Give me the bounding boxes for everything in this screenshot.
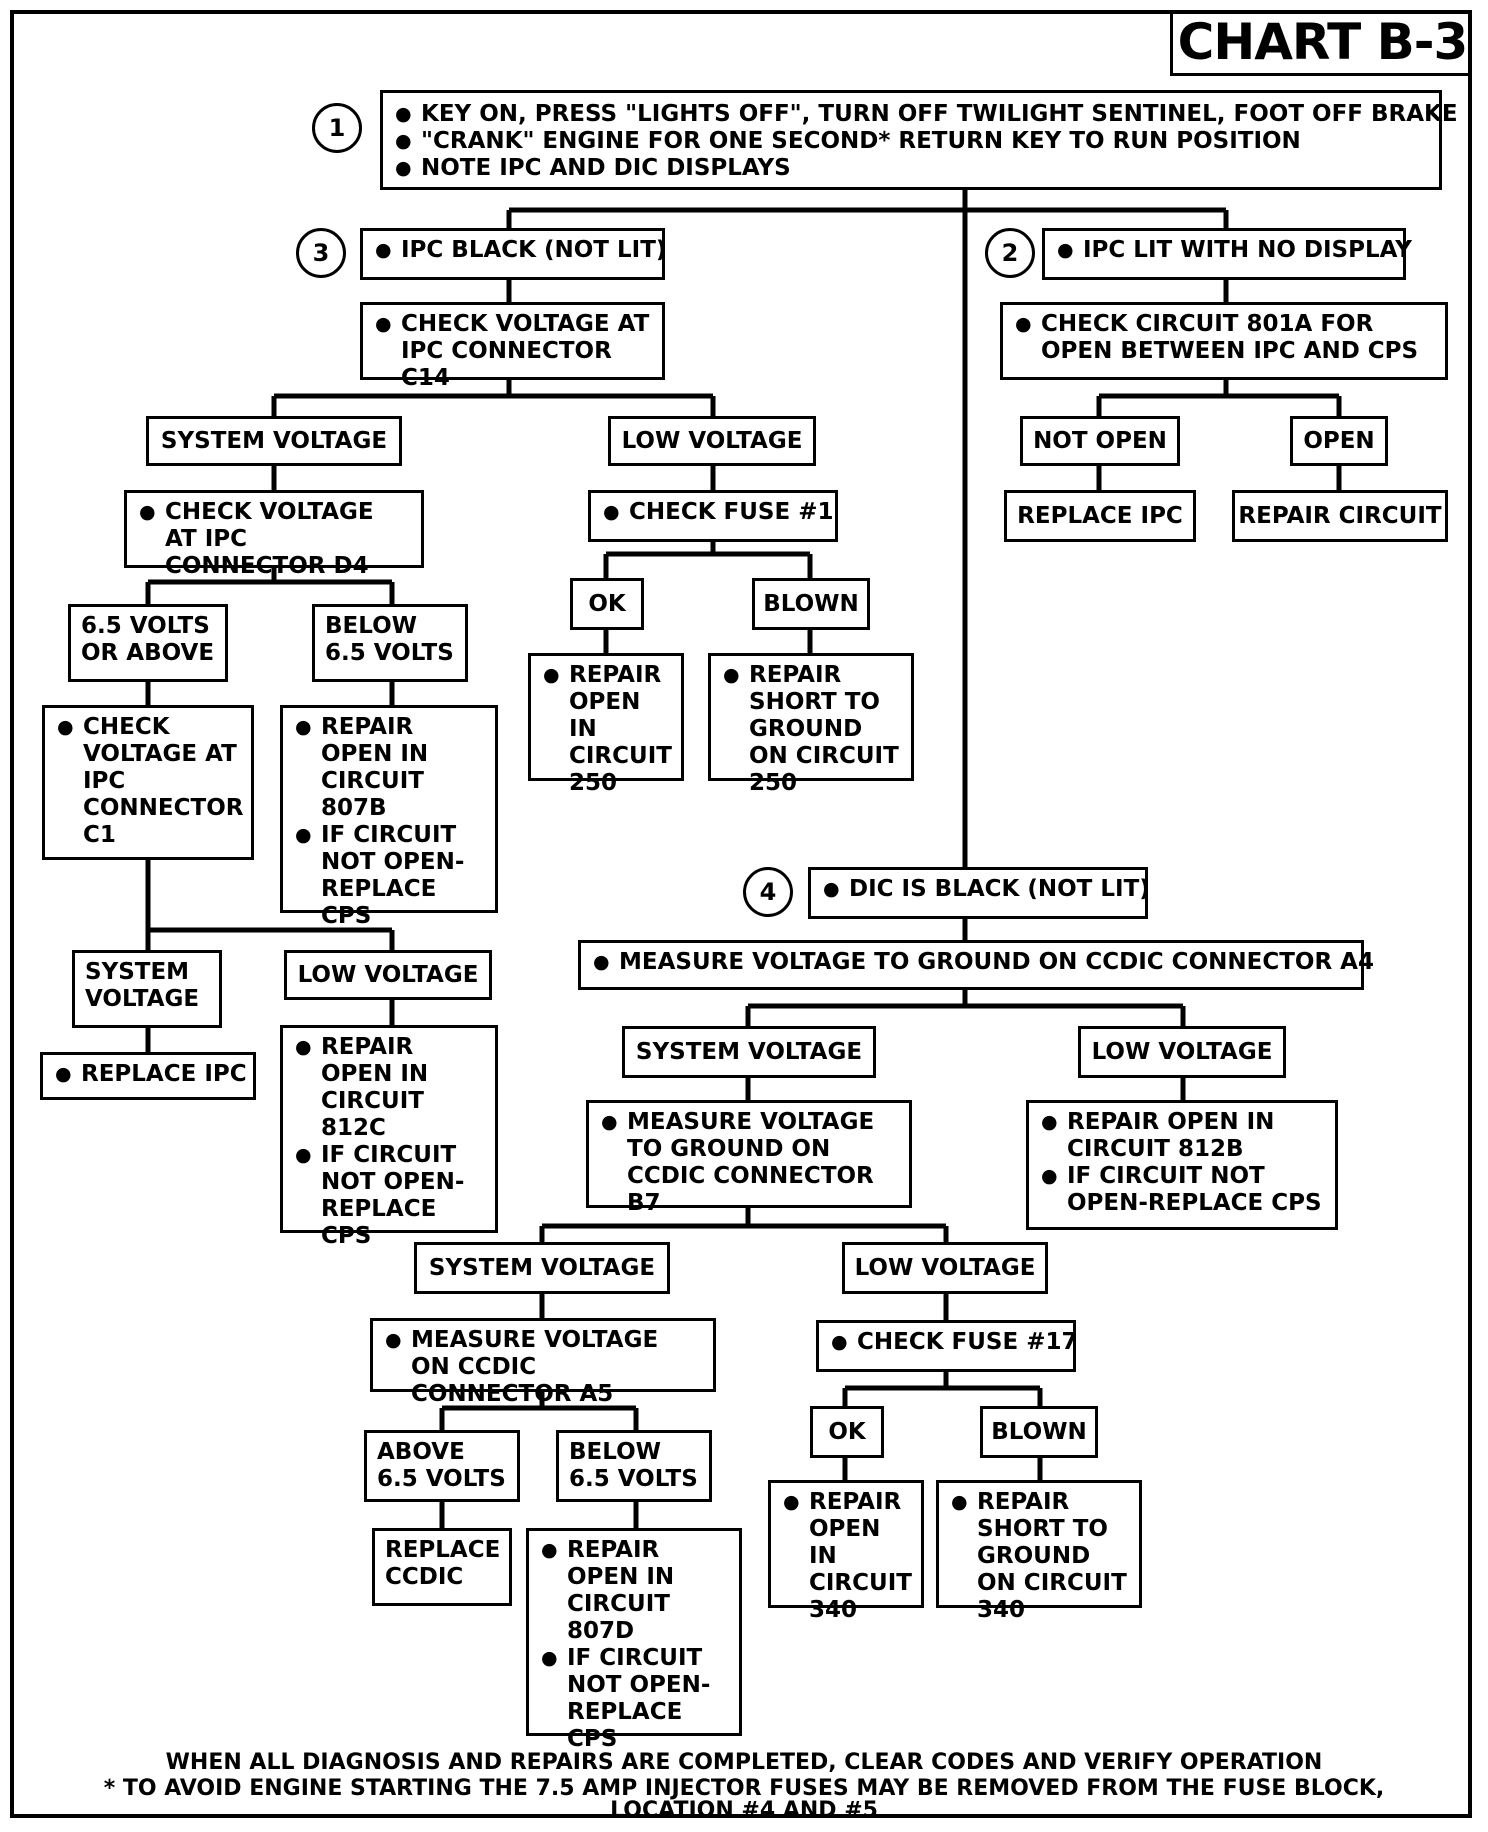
instruction-key-on: KEY ON, PRESS "LIGHTS OFF", TURN OFF TWI… bbox=[393, 101, 1458, 128]
measure-a5-box: MEASURE VOLTAGE ON CCDIC CONNECTOR A5 bbox=[370, 1318, 716, 1407]
repair-250-short-label: REPAIR SHORT TO GROUND ON CIRCUIT 250 bbox=[721, 662, 901, 797]
footer-line-1: WHEN ALL DIAGNOSIS AND REPAIRS ARE COMPL… bbox=[165, 1750, 1323, 1775]
check-801a-label: CHECK CIRCUIT 801A FOR OPEN BETWEEN IPC … bbox=[1013, 311, 1435, 365]
repair-340-short-label: REPAIR SHORT TO GROUND ON CIRCUIT 340 bbox=[949, 1489, 1129, 1624]
c1-low-voltage-box: LOW VOLTAGE bbox=[284, 950, 492, 1000]
measure-a5-label: MEASURE VOLTAGE ON CCDIC CONNECTOR A5 bbox=[383, 1327, 703, 1408]
repair-807d-label: REPAIR OPEN IN CIRCUIT 807D bbox=[539, 1537, 729, 1645]
repair-250-short-box: REPAIR SHORT TO GROUND ON CIRCUIT 250 bbox=[708, 653, 914, 796]
repair-340-open-box: REPAIR OPEN IN CIRCUIT 340 bbox=[768, 1480, 924, 1623]
check-c1-label: CHECK VOLTAGE AT IPC CONNECTOR C1 bbox=[55, 714, 243, 849]
initial-procedure-box: KEY ON, PRESS "LIGHTS OFF", TURN OFF TWI… bbox=[380, 90, 1458, 190]
repair-812b-box: REPAIR OPEN IN CIRCUIT 812B IF CIRCUIT N… bbox=[1026, 1100, 1338, 1230]
check-c1-box: CHECK VOLTAGE AT IPC CONNECTOR C1 bbox=[42, 705, 254, 860]
ifnot-807b-label: IF CIRCUIT NOT OPEN- REPLACE CPS bbox=[293, 822, 485, 930]
replace-ccdic-box: REPLACE CCDIC bbox=[372, 1528, 512, 1606]
footer-line-2: * TO AVOID ENGINE STARTING THE 7.5 AMP I… bbox=[103, 1776, 1385, 1801]
repair-807b-label: REPAIR OPEN IN CIRCUIT 807B bbox=[293, 714, 485, 822]
footer-line-3: LOCATION #4 AND #5 bbox=[610, 1798, 878, 1823]
check-801a-box: CHECK CIRCUIT 801A FOR OPEN BETWEEN IPC … bbox=[1000, 302, 1448, 380]
ipc-black-box: IPC BLACK (NOT LIT) bbox=[360, 228, 666, 280]
check-fuse1-box: CHECK FUSE #1 bbox=[588, 490, 838, 542]
repair-250-open-label: REPAIR OPEN IN CIRCUIT 250 bbox=[541, 662, 672, 797]
repair-812c-box: REPAIR OPEN IN CIRCUIT 812C IF CIRCUIT N… bbox=[280, 1025, 498, 1249]
not-open-box: NOT OPEN bbox=[1020, 416, 1180, 466]
check-d4-label: CHECK VOLTAGE AT IPC CONNECTOR D4 bbox=[137, 499, 411, 580]
measure-a4-box: MEASURE VOLTAGE TO GROUND ON CCDIC CONNE… bbox=[578, 940, 1374, 990]
b7-system-voltage-box: SYSTEM VOLTAGE bbox=[414, 1242, 670, 1294]
check-c14-label: CHECK VOLTAGE AT IPC CONNECTOR C14 bbox=[373, 311, 652, 392]
instruction-note: NOTE IPC AND DIC DISPLAYS bbox=[393, 155, 1429, 182]
low-voltage-box: LOW VOLTAGE bbox=[608, 416, 816, 466]
measure-a4-label: MEASURE VOLTAGE TO GROUND ON CCDIC CONNE… bbox=[591, 949, 1374, 976]
ipc-lit-box: IPC LIT WITH NO DISPLAY bbox=[1042, 228, 1412, 280]
below-65-box: BELOW 6.5 VOLTS bbox=[312, 604, 468, 682]
ifnot-807d-label: IF CIRCUIT NOT OPEN- REPLACE CPS bbox=[539, 1645, 729, 1753]
repair-340-open-label: REPAIR OPEN IN CIRCUIT 340 bbox=[781, 1489, 912, 1624]
open-box: OPEN bbox=[1290, 416, 1388, 466]
a5-above-65-box: ABOVE 6.5 VOLTS bbox=[364, 1430, 520, 1502]
ifnot-812b-label: IF CIRCUIT NOT OPEN-REPLACE CPS bbox=[1039, 1163, 1325, 1217]
replace-ipc-label-1: REPLACE IPC bbox=[53, 1061, 247, 1088]
measure-b7-box: MEASURE VOLTAGE TO GROUND ON CCDIC CONNE… bbox=[586, 1100, 912, 1216]
c1-system-voltage-box: SYSTEM VOLTAGE bbox=[72, 950, 222, 1028]
check-c14-box: CHECK VOLTAGE AT IPC CONNECTOR C14 bbox=[360, 302, 665, 391]
replace-ipc-box-2: REPLACE IPC bbox=[1004, 490, 1196, 542]
repair-807d-box: REPAIR OPEN IN CIRCUIT 807D IF CIRCUIT N… bbox=[526, 1528, 742, 1752]
repair-circuit-box: REPAIR CIRCUIT bbox=[1232, 490, 1448, 542]
repair-812c-label: REPAIR OPEN IN CIRCUIT 812C bbox=[293, 1034, 485, 1142]
repair-340-short-box: REPAIR SHORT TO GROUND ON CIRCUIT 340 bbox=[936, 1480, 1142, 1623]
check-fuse17-box: CHECK FUSE #17 bbox=[816, 1320, 1078, 1372]
system-voltage-box: SYSTEM VOLTAGE bbox=[146, 416, 402, 466]
ipc-black-label: IPC BLACK (NOT LIT) bbox=[373, 237, 666, 264]
step-1-marker: 1 bbox=[312, 103, 362, 153]
fuse1-blown-box: BLOWN bbox=[752, 578, 870, 630]
above-65-box: 6.5 VOLTS OR ABOVE bbox=[68, 604, 228, 682]
repair-812b-label: REPAIR OPEN IN CIRCUIT 812B bbox=[1039, 1109, 1325, 1163]
a5-below-65-box: BELOW 6.5 VOLTS bbox=[556, 1430, 712, 1502]
check-fuse1-label: CHECK FUSE #1 bbox=[601, 499, 834, 526]
fuse1-ok-box: OK bbox=[570, 578, 644, 630]
measure-b7-label: MEASURE VOLTAGE TO GROUND ON CCDIC CONNE… bbox=[599, 1109, 899, 1217]
chart-title: CHART B-3 bbox=[1170, 10, 1472, 76]
ipc-lit-label: IPC LIT WITH NO DISPLAY bbox=[1055, 237, 1412, 264]
b7-low-voltage-box: LOW VOLTAGE bbox=[842, 1242, 1048, 1294]
dic-system-voltage-box: SYSTEM VOLTAGE bbox=[622, 1026, 876, 1078]
dic-black-label: DIC IS BLACK (NOT LIT) bbox=[821, 876, 1150, 903]
check-d4-box: CHECK VOLTAGE AT IPC CONNECTOR D4 bbox=[124, 490, 424, 579]
instruction-crank: "CRANK" ENGINE FOR ONE SECOND* RETURN KE… bbox=[393, 128, 1429, 155]
repair-250-open-box: REPAIR OPEN IN CIRCUIT 250 bbox=[528, 653, 684, 796]
fuse17-blown-box: BLOWN bbox=[980, 1406, 1098, 1458]
check-fuse17-label: CHECK FUSE #17 bbox=[829, 1329, 1078, 1356]
dic-low-voltage-box: LOW VOLTAGE bbox=[1078, 1026, 1286, 1078]
ifnot-812c-label: IF CIRCUIT NOT OPEN- REPLACE CPS bbox=[293, 1142, 485, 1250]
replace-ipc-box-1: REPLACE IPC bbox=[40, 1052, 256, 1100]
step-2-marker: 2 bbox=[985, 228, 1035, 278]
step-3-marker: 3 bbox=[296, 228, 346, 278]
repair-807b-box: REPAIR OPEN IN CIRCUIT 807B IF CIRCUIT N… bbox=[280, 705, 498, 929]
dic-black-box: DIC IS BLACK (NOT LIT) bbox=[808, 867, 1150, 919]
step-4-marker: 4 bbox=[743, 867, 793, 917]
fuse17-ok-box: OK bbox=[810, 1406, 884, 1458]
chart-frame bbox=[10, 10, 1472, 1818]
